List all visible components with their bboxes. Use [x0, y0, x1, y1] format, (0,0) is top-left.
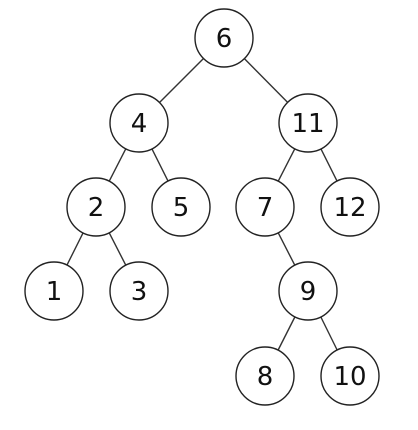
nodes-layer: 6 4 11 2 5 7 12 1 3 9 8 10 [24, 8, 380, 406]
edge-n2-n3 [108, 232, 127, 266]
tree-node-4: 4 [109, 93, 169, 153]
edge-n4-n5 [151, 148, 169, 182]
node-circle [278, 261, 338, 321]
node-circle [235, 177, 295, 237]
node-circle [320, 177, 380, 237]
node-circle [194, 8, 254, 68]
node-label: 1 [46, 277, 63, 307]
edge-n11-n12 [320, 148, 338, 182]
node-label: 7 [257, 193, 274, 223]
tree-node-6: 6 [194, 8, 254, 68]
edge-n6-n11 [243, 58, 289, 103]
edge-n4-n2 [108, 148, 127, 182]
tree-node-3: 3 [109, 261, 169, 321]
node-label: 8 [257, 362, 274, 392]
tree-node-10: 10 [320, 346, 380, 406]
node-circle [278, 93, 338, 153]
tree-node-2: 2 [66, 177, 126, 237]
tree-node-8: 8 [235, 346, 295, 406]
node-label: 12 [333, 193, 366, 223]
edge-n7-n9 [277, 232, 296, 266]
tree-node-12: 12 [320, 177, 380, 237]
node-circle [235, 346, 295, 406]
node-circle [151, 177, 211, 237]
node-label: 3 [131, 277, 148, 307]
edges-layer [66, 58, 338, 351]
edge-n9-n8 [277, 316, 296, 351]
tree-node-1: 1 [24, 261, 84, 321]
node-label: 9 [300, 277, 317, 307]
tree-node-5: 5 [151, 177, 211, 237]
node-label: 10 [333, 362, 366, 392]
node-circle [109, 93, 169, 153]
edge-n11-n7 [277, 148, 296, 182]
edge-n6-n4 [159, 58, 204, 103]
node-label: 5 [173, 193, 190, 223]
node-label: 4 [131, 109, 148, 139]
edge-n9-n10 [320, 316, 338, 351]
tree-node-11: 11 [278, 93, 338, 153]
node-circle [66, 177, 126, 237]
tree-node-7: 7 [235, 177, 295, 237]
edge-n2-n1 [66, 232, 84, 266]
node-circle [109, 261, 169, 321]
node-circle [320, 346, 380, 406]
node-label: 11 [291, 109, 324, 139]
node-label: 6 [216, 24, 233, 54]
node-circle [24, 261, 84, 321]
tree-node-9: 9 [278, 261, 338, 321]
node-label: 2 [88, 193, 105, 223]
